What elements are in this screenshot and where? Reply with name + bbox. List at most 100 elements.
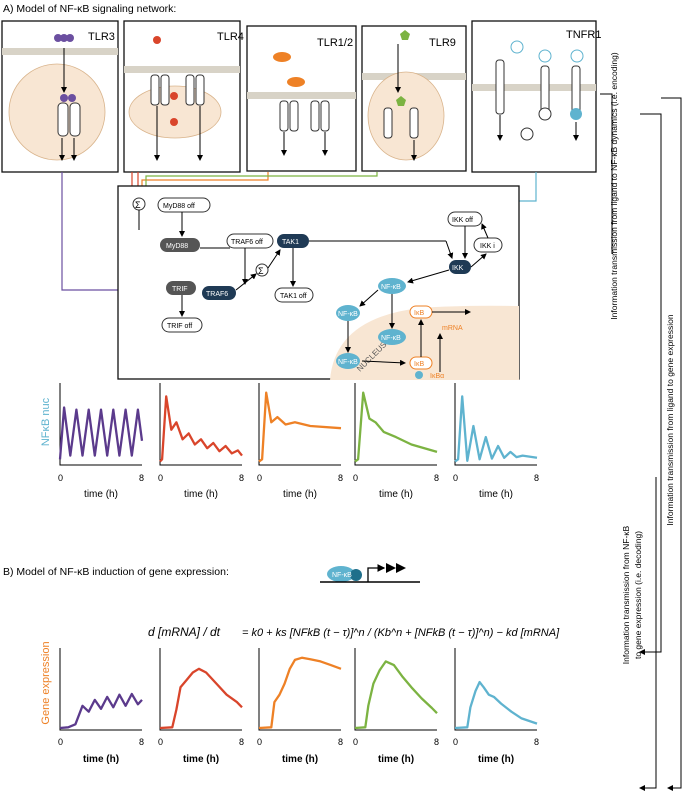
x-axis-label: time (h) bbox=[379, 489, 413, 500]
x-tick-label: 8 bbox=[338, 737, 343, 747]
sum-node-tak1 bbox=[255, 263, 269, 277]
promoter-nfkb-label: NF-κB bbox=[332, 572, 352, 579]
node-ikb-nuc-label: IκB bbox=[414, 361, 424, 368]
x-tick-label: 8 bbox=[534, 737, 539, 747]
x-axis-label: time (h) bbox=[184, 489, 218, 500]
node-nfkb-nuclear-complex-label: NF-κB bbox=[381, 335, 401, 342]
x-tick-label: 8 bbox=[239, 473, 244, 483]
chart-axes bbox=[258, 648, 341, 731]
node-traf6-off-label: TRAF6 off bbox=[231, 239, 263, 246]
x-axis-label: time (h) bbox=[479, 489, 513, 500]
node-traf6 bbox=[202, 286, 236, 300]
node-tak1-off-label: TAK1 off bbox=[280, 293, 307, 300]
chart-series-line bbox=[354, 660, 438, 730]
receptor-panel-tlr9: TLR9 bbox=[361, 25, 467, 172]
chart-axes bbox=[159, 648, 242, 731]
x-tick-label: 0 bbox=[158, 473, 163, 483]
chart-series-line bbox=[258, 391, 342, 463]
node-traf6-label: TRAF6 bbox=[206, 291, 228, 298]
side-label-encoding: Information transmission from ligand to … bbox=[609, 52, 619, 320]
node-tak1 bbox=[277, 234, 309, 248]
chart-axes bbox=[454, 383, 537, 466]
node-ikk-i-label: IKK i bbox=[480, 243, 495, 250]
x-axis-label: time (h) bbox=[478, 754, 514, 765]
node-trif-label: TRIF bbox=[172, 286, 188, 293]
node-myd88-off-label: MyD88 off bbox=[163, 203, 195, 210]
x-tick-label: 8 bbox=[434, 737, 439, 747]
network-panel: NUCLEUS Σ Σ Σ MyD88 off MyD88 TRAF6 off … bbox=[117, 185, 520, 380]
chart-series-line bbox=[159, 667, 243, 730]
x-axis-label: time (h) bbox=[378, 754, 414, 765]
x-tick-label: 8 bbox=[338, 473, 343, 483]
x-tick-label: 0 bbox=[453, 737, 458, 747]
sum-symbol-tak1: Σ bbox=[258, 266, 264, 276]
x-tick-label: 8 bbox=[139, 473, 144, 483]
x-tick-label: 8 bbox=[534, 473, 539, 483]
receptor-label-tlr9: TLR9 bbox=[429, 37, 456, 49]
chart-series-line bbox=[159, 395, 243, 463]
section-b-title: B) Model of NF-κB induction of gene expr… bbox=[3, 566, 229, 578]
x-tick-label: 0 bbox=[353, 473, 358, 483]
node-ikk-label: IKK bbox=[452, 265, 464, 272]
chart-axes bbox=[59, 383, 142, 466]
node-nfkb-cyto bbox=[336, 305, 360, 321]
section-a-title: A) Model of NF-κB signaling network: bbox=[3, 3, 176, 15]
node-ikk bbox=[449, 260, 471, 274]
chart-series-line bbox=[59, 692, 143, 730]
x-tick-label: 0 bbox=[58, 737, 63, 747]
chart-series-line bbox=[58, 406, 144, 460]
chart-series-line bbox=[258, 656, 342, 730]
receptor-panel-tnfr1: TNFR1 bbox=[471, 20, 601, 173]
receptor-panel-tlr3: TLR3 bbox=[1, 20, 119, 173]
node-nfkb-complex-label: NF-κB bbox=[381, 284, 401, 291]
chart-axes bbox=[354, 383, 437, 466]
chart-axes bbox=[59, 648, 142, 731]
receptor-panel-tlr4: TLR4 bbox=[123, 20, 244, 173]
node-trif bbox=[166, 281, 196, 295]
x-axis-label: time (h) bbox=[183, 754, 219, 765]
receptor-label-tnfr1: TNFR1 bbox=[566, 29, 601, 41]
x-axis-label: time (h) bbox=[83, 754, 119, 765]
ylabel-bottom: Gene expression bbox=[40, 641, 52, 724]
node-myd88-off bbox=[157, 197, 211, 213]
x-tick-label: 8 bbox=[239, 737, 244, 747]
node-tak1-label: TAK1 bbox=[282, 239, 299, 246]
node-ikb-cyto-label: IκB bbox=[414, 310, 424, 317]
side-arrow-encoding: Information transmission from ligand to … bbox=[600, 52, 619, 320]
x-tick-label: 0 bbox=[257, 737, 262, 747]
x-tick-label: 8 bbox=[139, 737, 144, 747]
tlr9-connector bbox=[145, 172, 378, 192]
equation-rhs: = k0 + ks [NFkB (t − τ)]^n / (Kb^n + [NF… bbox=[242, 627, 560, 639]
ylabel-top: NFκB nuc bbox=[40, 397, 52, 446]
equation-lhs: d [mRNA] / dt bbox=[148, 625, 221, 639]
chart-series-line bbox=[454, 395, 538, 463]
x-tick-label: 0 bbox=[158, 737, 163, 747]
x-axis-label: time (h) bbox=[283, 489, 317, 500]
side-arrow-decoding: Information transmission from NF-κB to g… bbox=[621, 113, 662, 791]
receptor-panel-tlr12: TLR1/2 bbox=[246, 25, 357, 172]
sum-symbol-top: Σ bbox=[135, 200, 141, 210]
node-myd88-label: MyD88 bbox=[166, 243, 188, 250]
chart-series-line bbox=[454, 680, 538, 730]
node-tak1-off bbox=[274, 287, 314, 303]
node-traf6-off bbox=[226, 233, 274, 249]
node-nfkb-ikb-complex bbox=[378, 278, 406, 294]
side-arrow-full: Information transmission from ligand to … bbox=[661, 97, 682, 791]
node-nfkb-ikb-nuclear bbox=[378, 329, 406, 345]
chart-axes bbox=[354, 648, 437, 731]
node-nfkb-cyto-label: NF-κB bbox=[338, 311, 358, 318]
node-trif-off-label: TRIF off bbox=[167, 323, 192, 330]
promoter-icon: NF-κB bbox=[320, 563, 420, 583]
x-tick-label: 0 bbox=[453, 473, 458, 483]
gene-expression-charts: 0 8 time (h) 0 8 time (h) 0 8 time (h) 0 8 time (h)… bbox=[58, 648, 539, 765]
chart-axes bbox=[258, 383, 341, 466]
x-tick-label: 0 bbox=[58, 473, 63, 483]
equation: d [mRNA] / dt = k0 + ks [NFkB (t − τ)]^n… bbox=[148, 625, 560, 639]
chart-axes bbox=[159, 383, 242, 466]
node-trif-off bbox=[161, 317, 203, 333]
chart-series-line bbox=[354, 391, 438, 463]
side-label-decoding-1: Information transmission from NF-κB bbox=[621, 525, 631, 664]
node-ikk-off-label: IKK off bbox=[452, 217, 473, 224]
promoter-dot bbox=[415, 371, 423, 379]
